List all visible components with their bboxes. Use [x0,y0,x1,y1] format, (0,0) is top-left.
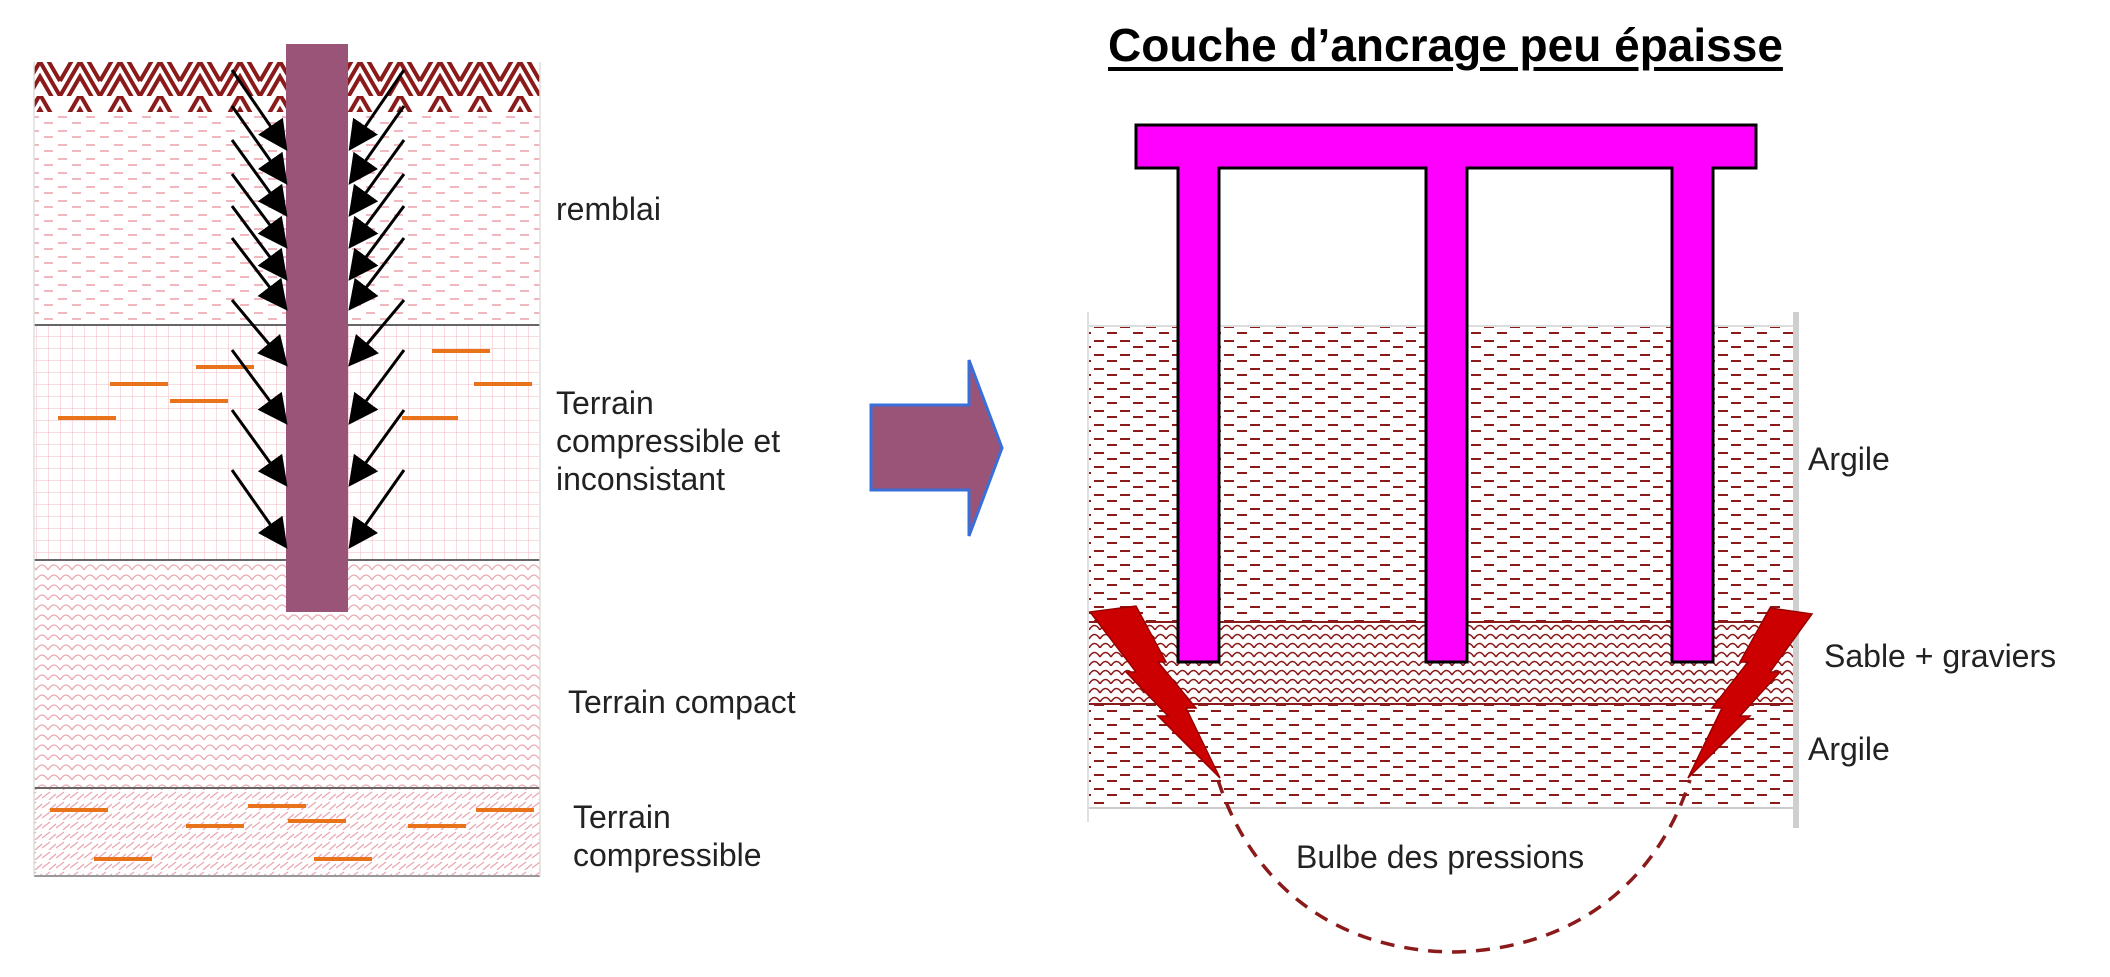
friction-arrow-left [230,299,288,367]
right-soil-profile [1087,123,1814,954]
friction-arrow-right [348,139,406,217]
label-terrain-compressible-inconsistant: Terrain compressible et inconsistant [556,385,781,497]
friction-arrow-left [230,205,288,281]
friction-arrow-left [230,173,288,249]
friction-arrow-right [348,69,406,151]
label-argile-top: Argile [1808,441,1890,477]
friction-arrow-right [348,469,406,549]
label-sable-graviers: Sable + graviers [1824,638,2057,674]
layer-terrain-compressible [34,788,540,876]
friction-arrow-left [230,69,288,151]
pile-structure [1134,123,1758,664]
friction-arrow-right [348,173,406,249]
friction-arrow-left [230,105,288,185]
friction-arrow-left [230,139,288,217]
friction-arrow-right [348,409,406,487]
friction-arrow-right [348,237,406,311]
friction-arrow-right [348,349,406,425]
friction-arrow-right [348,105,406,185]
label-remblai: remblai [556,191,661,227]
orange-inclusions [50,349,534,861]
left-soil-profile [33,44,541,877]
friction-arrow-left [230,349,288,425]
friction-arrow-right [348,205,406,281]
transition-arrow [869,359,1004,537]
label-bulbe-des-pressions: Bulbe des pressions [1296,839,1585,875]
friction-arrow-left [230,469,288,549]
friction-arrow-left [230,237,288,311]
friction-arrow-left [230,409,288,487]
label-terrain-compact: Terrain compact [568,684,796,720]
lightning-right-icon [1687,607,1814,779]
pressure-bulb [1216,779,1692,954]
right-diagram-title: Couche d’ancrage peu épaisse [1108,19,1783,71]
pile [286,44,348,612]
label-argile-bottom: Argile [1808,731,1890,767]
lightning-left-icon [1088,605,1221,779]
label-terrain-compressible: Terrain compressible [573,799,762,873]
layer-argile-bottom [1088,704,1796,808]
negative-friction-arrows [230,69,406,549]
friction-arrow-right [348,299,406,367]
